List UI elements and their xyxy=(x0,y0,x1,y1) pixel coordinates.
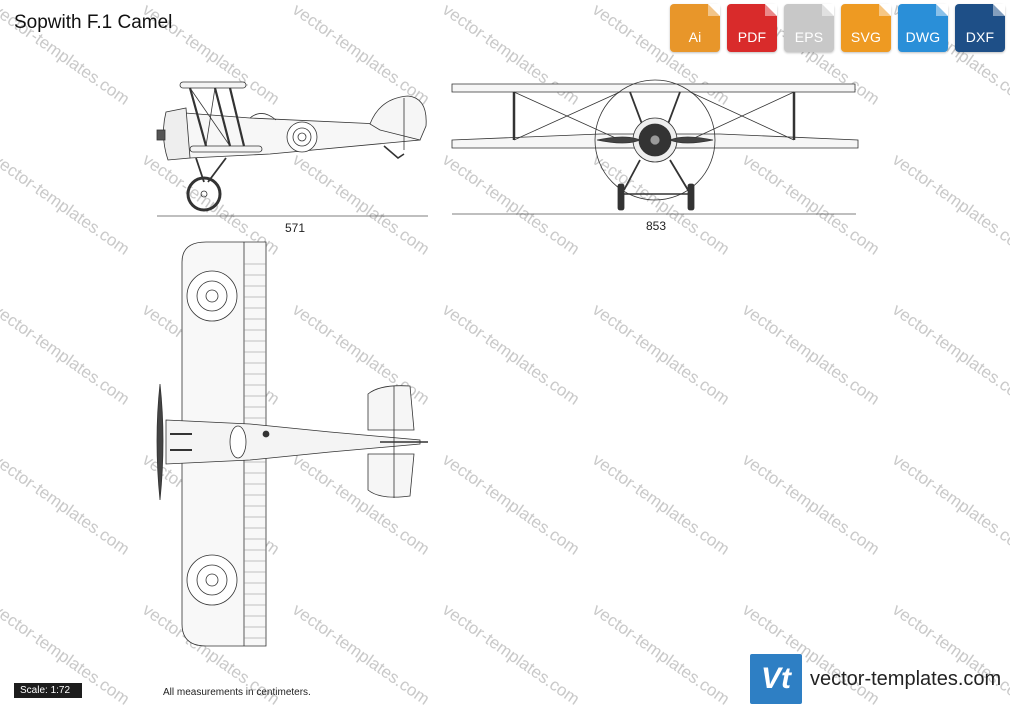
brand-logo-block[interactable]: Vt vector-templates.com xyxy=(750,654,1001,704)
top-view xyxy=(156,241,428,647)
length-dimension-label: 571 xyxy=(285,221,306,235)
format-label: DXF xyxy=(965,29,995,45)
eps-file-icon[interactable]: EPS xyxy=(784,4,834,52)
span-dimension-label: 853 xyxy=(646,219,667,233)
format-label: DWG xyxy=(905,29,941,45)
vt-logo-icon: Vt xyxy=(750,654,802,704)
svg-file-icon[interactable]: SVG xyxy=(841,4,891,52)
ai-file-icon[interactable]: Ai xyxy=(670,4,720,52)
side-view xyxy=(156,81,428,217)
brand-name: vector-templates.com xyxy=(810,667,1002,690)
format-label: EPS xyxy=(794,29,824,45)
page-title: Sopwith F.1 Camel xyxy=(14,12,173,33)
format-label: PDF xyxy=(737,29,767,45)
measurement-note: All measurements in centimeters. xyxy=(163,687,311,698)
dxf-file-icon[interactable]: DXF xyxy=(955,4,1005,52)
front-view xyxy=(451,79,859,215)
format-label: Ai xyxy=(688,29,702,45)
scale-badge: Scale: 1:72 xyxy=(14,683,82,698)
format-icons: Ai PDF EPS SVG DWG DXF xyxy=(670,4,1005,52)
pdf-file-icon[interactable]: PDF xyxy=(727,4,777,52)
dwg-file-icon[interactable]: DWG xyxy=(898,4,948,52)
format-label: SVG xyxy=(850,29,882,45)
